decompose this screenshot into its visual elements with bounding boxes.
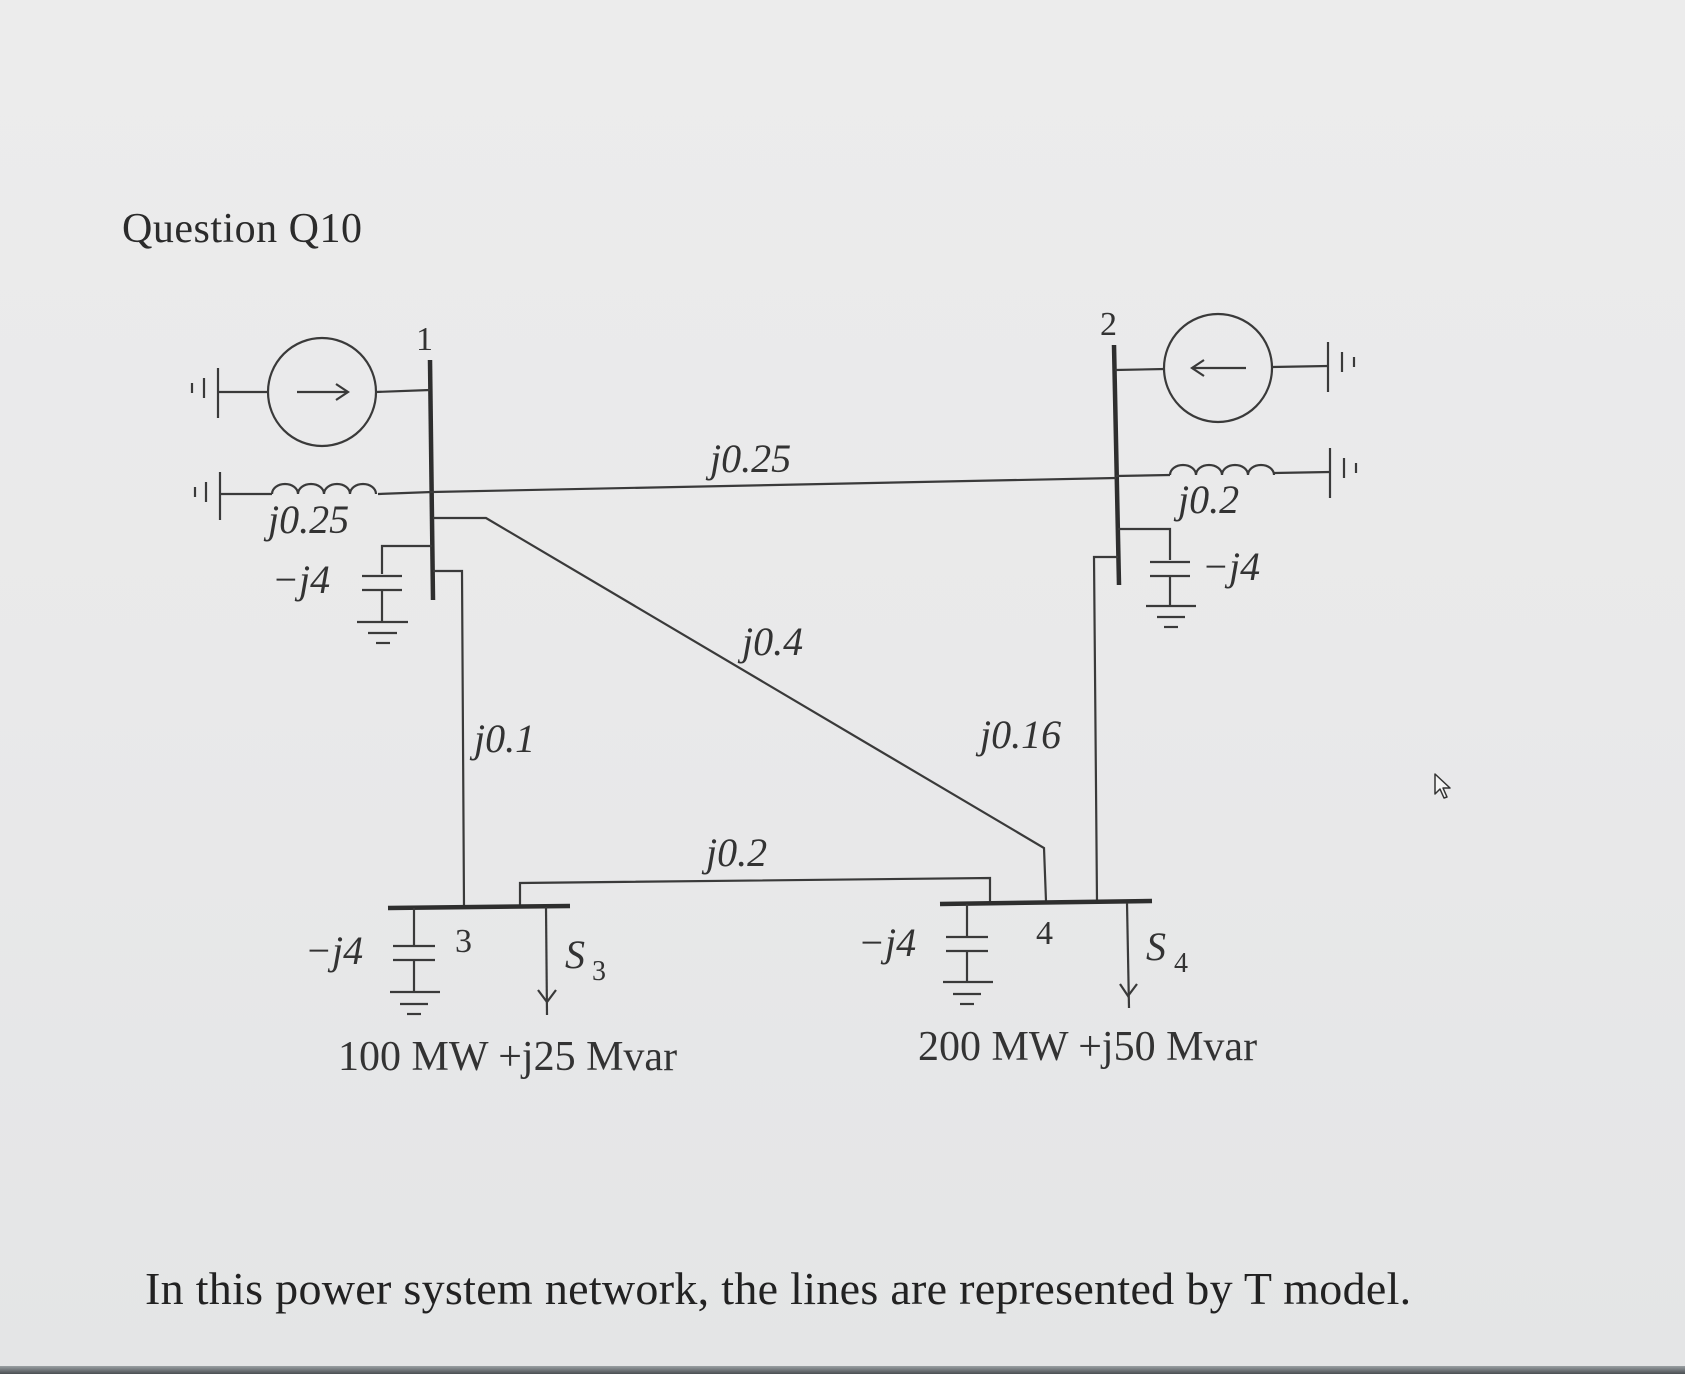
- load-arrow-icon: [1119, 902, 1138, 1009]
- bus-2-label: 2: [1100, 306, 1117, 343]
- bus-3-label: 3: [455, 923, 472, 960]
- source-circle-icon: [1162, 312, 1274, 424]
- load-3-symbol: S: [565, 932, 585, 977]
- ground-icon: [1326, 342, 1356, 392]
- line-3-4-label: j0.2: [701, 830, 767, 875]
- ground-icon: [190, 368, 220, 418]
- load-arrow-icon: [537, 906, 557, 1016]
- line-1-4-label: j0.4: [737, 619, 803, 664]
- line-1-4: j0.4: [433, 516, 1048, 902]
- question-title: Question Q10: [122, 206, 363, 252]
- load-4-symbol: S: [1146, 924, 1166, 969]
- gen-2-reactance-label: j0.2: [1173, 477, 1239, 522]
- line-1-2-label: j0.25: [705, 436, 791, 481]
- capacitor-icon: [1150, 560, 1190, 578]
- load-3-value: 100 MW +j25 Mvar: [338, 1034, 677, 1080]
- line-1-3: j0.1: [433, 569, 535, 908]
- inductor-icon: [270, 482, 378, 495]
- inductor-icon: [1168, 463, 1276, 476]
- ground-icon: [1328, 448, 1358, 498]
- bus-1: 1: [416, 321, 436, 601]
- arrow-right-icon: [297, 383, 350, 401]
- ground-icon: [357, 620, 408, 645]
- line-3-4: j0.2: [518, 830, 992, 907]
- gen-1-reactance-label: j0.25: [263, 497, 349, 542]
- load-4-value: 200 MW +j50 Mvar: [918, 1024, 1257, 1070]
- bus-3-shunt-label: −j4: [305, 928, 363, 973]
- bus-1-label: 1: [416, 321, 433, 358]
- bus-4-label: 4: [1036, 915, 1053, 952]
- bus-3: 3 −j4 S 3 100 MW +j25 Mvar: [305, 903, 677, 1080]
- gen-2-shunt-label: −j4: [1202, 544, 1260, 589]
- line-1-3-label: j0.1: [469, 716, 535, 761]
- line-2-4-label: j0.16: [975, 712, 1061, 757]
- screen-bezel: [0, 1366, 1685, 1374]
- ground-icon: [943, 980, 993, 1006]
- capacitor-icon: [946, 935, 988, 953]
- line-1-2: j0.25: [431, 436, 1117, 494]
- line-2-4: j0.16: [975, 555, 1118, 903]
- generator-1: j0.25 −j4: [190, 336, 433, 645]
- arrow-left-icon: [1190, 359, 1246, 377]
- bus-4-shunt-label: −j4: [858, 920, 916, 965]
- generator-2: j0.2 −j4: [1114, 312, 1358, 629]
- ground-icon: [390, 990, 440, 1016]
- load-3-subscript: 3: [592, 956, 606, 987]
- ground-icon: [193, 472, 222, 520]
- bus-4: 4 −j4 S 4 200 MW +j50 Mvar: [858, 898, 1257, 1070]
- gen-1-shunt-label: −j4: [272, 557, 330, 602]
- question-statement: In this power system network, the lines …: [145, 1263, 1412, 1314]
- ground-icon: [1146, 604, 1196, 629]
- bus-2: 2: [1100, 306, 1122, 586]
- load-4-subscript: 4: [1174, 948, 1188, 979]
- mouse-cursor-icon: [1434, 773, 1451, 799]
- capacitor-icon: [393, 944, 435, 962]
- capacitor-icon: [362, 574, 402, 592]
